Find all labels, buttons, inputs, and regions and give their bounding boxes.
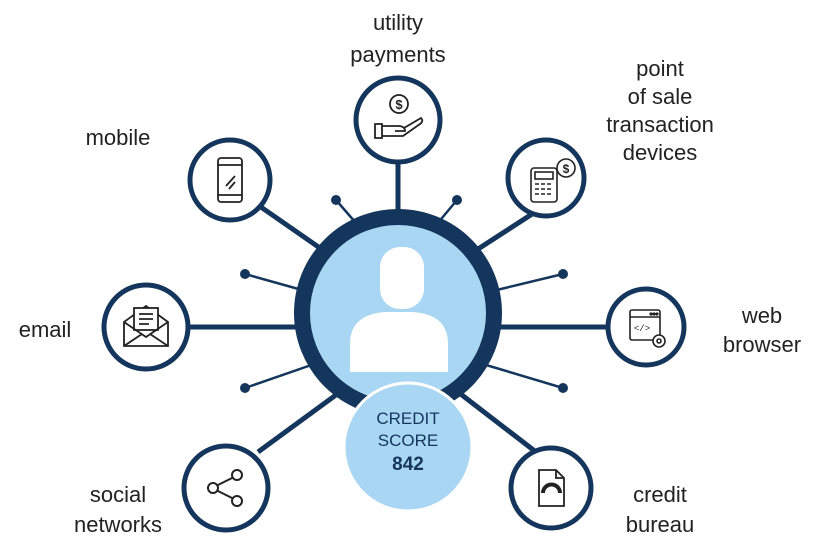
source-node-utility-payments: $ utility payments xyxy=(350,10,446,165)
label-utility-line2: payments xyxy=(350,42,445,67)
spoke-dots xyxy=(240,195,568,393)
label-social-line2: networks xyxy=(74,512,162,537)
label-mobile: mobile xyxy=(86,125,151,150)
label-bureau-line1: credit xyxy=(633,482,687,507)
score-label-line2: SCORE xyxy=(378,431,438,450)
code-glyph: </> xyxy=(634,324,650,334)
label-web-line1: web xyxy=(741,303,782,328)
hand-dollar-icon xyxy=(374,94,424,139)
share-icon xyxy=(207,469,243,507)
center-node xyxy=(294,209,502,417)
source-node-credit-bureau: credit bureau xyxy=(508,445,695,537)
source-node-social-networks: social networks xyxy=(74,443,271,537)
pos-dollar-glyph: $ xyxy=(563,162,570,176)
credit-score-badge: CREDIT SCORE 842 xyxy=(342,381,474,513)
source-node-point-of-sale: $ point of sale transaction devices xyxy=(505,56,714,219)
calculator-dollar-icon xyxy=(530,158,576,203)
label-pos-line1: point xyxy=(636,56,684,81)
label-email: email xyxy=(19,317,72,342)
source-node-web-browser: </> web browser xyxy=(605,286,801,368)
envelope-icon xyxy=(123,304,169,347)
label-bureau-line2: bureau xyxy=(626,512,695,537)
score-value: 842 xyxy=(392,454,424,475)
label-utility-line1: utility xyxy=(373,10,423,35)
label-pos-line4: devices xyxy=(623,140,698,165)
document-gauge-icon xyxy=(538,469,565,507)
label-social-line1: social xyxy=(90,482,146,507)
browser-window-icon xyxy=(629,309,666,348)
source-node-mobile: mobile xyxy=(86,125,273,223)
label-pos-line3: transaction xyxy=(606,112,714,137)
source-node-email: email xyxy=(19,282,191,372)
dollar-sign-glyph: $ xyxy=(395,97,403,112)
label-web-line2: browser xyxy=(723,332,801,357)
label-pos-line2: of sale xyxy=(628,84,693,109)
score-label-line1: CREDIT xyxy=(376,409,439,428)
smartphone-icon xyxy=(217,157,243,203)
user-silhouette-icon xyxy=(350,247,448,372)
